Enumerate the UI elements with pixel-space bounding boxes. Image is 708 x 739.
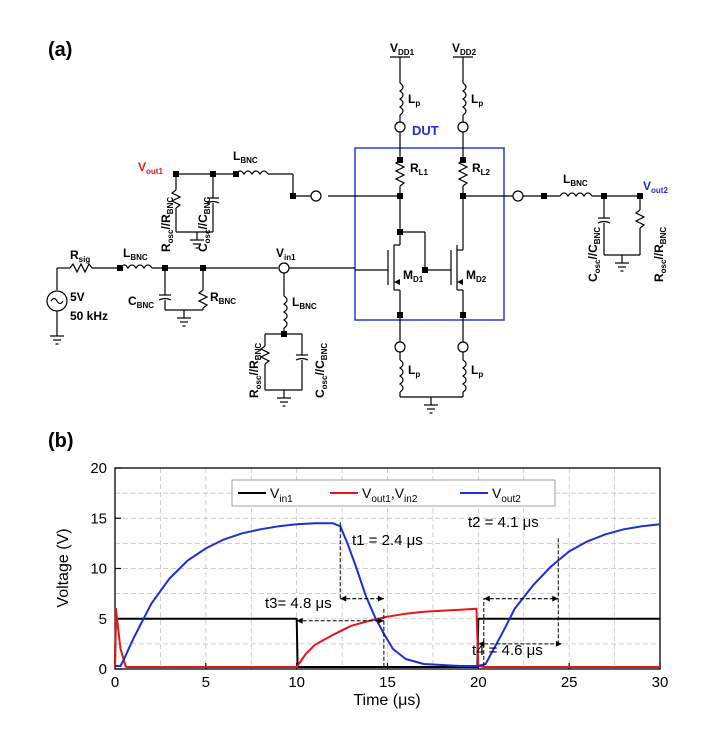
md2-label: MD2	[466, 268, 487, 284]
annotation-arrowhead	[478, 640, 485, 647]
cosc-cbnc-right-label: Cosc//CBNC	[586, 227, 602, 282]
y-tick-label: 5	[99, 611, 107, 628]
y-tick-label: 0	[99, 661, 107, 678]
annotation-arrowhead	[483, 595, 490, 602]
rsig-label: Rsig	[70, 248, 90, 264]
lp-bottom-left-label: Lp	[408, 363, 420, 379]
md1-label: MD1	[403, 268, 424, 284]
lbnc-probe-label: LBNC	[292, 295, 317, 311]
md2-arrow	[457, 279, 463, 285]
vout1-label: Vout1	[138, 160, 163, 176]
annotation-arrowhead	[296, 617, 303, 624]
voltage-time-chart: 0 5 10 15 20 25 30 0 5 10 15 20 t1 = 2.4 μs t2 = 4.1…	[55, 460, 668, 709]
cosc-cbnc-probe-label: Cosc//CBNC	[313, 343, 329, 398]
source-voltage-label: 5V	[70, 290, 85, 304]
annotation-arrowhead	[555, 640, 562, 647]
series-line-vout2	[115, 522, 661, 667]
dut-label: DUT	[412, 123, 439, 138]
rbnc-label: RBNC	[210, 290, 236, 306]
annotation-label: t1 = 2.4 μs	[352, 532, 423, 549]
dut-box	[354, 147, 505, 321]
cbnc-label: CBNC	[128, 294, 154, 310]
annotations: t1 = 2.4 μs t2 = 4.1 μs t3= 4.8 μs t4 = 4.6…	[265, 514, 562, 669]
circuit-schematic	[46, 56, 646, 414]
lp-top-left-label: Lp	[408, 92, 420, 108]
series-lines	[114, 522, 661, 669]
md1-arrow	[394, 279, 400, 285]
vdd1-label: VDD1	[390, 41, 415, 57]
vdd2-label: VDD2	[452, 41, 477, 57]
lbnc-top-label: LBNC	[233, 149, 258, 165]
annotation-arrowhead	[377, 595, 384, 602]
lp-bottom-right-label: Lp	[471, 363, 483, 379]
rosc-rbnc-left-label: Rosc//RBNC	[159, 197, 175, 252]
annotation-label: t3= 4.8 μs	[265, 595, 332, 612]
x-tick-label: 20	[470, 674, 487, 691]
source-frequency-label: 50 kHz	[70, 309, 108, 323]
annotation-arrowhead	[552, 595, 559, 602]
junction-dots	[117, 157, 643, 337]
axis-ticks: 0 5 10 15 20 25 30 0 5 10 15 20	[90, 460, 668, 691]
panel-a-label: (a)	[48, 39, 72, 61]
annotation-arrowhead	[340, 595, 347, 602]
y-tick-label: 10	[90, 561, 107, 578]
rosc-rbnc-probe-label: Rosc//RBNC	[247, 343, 263, 398]
annotation-label: t4 = 4.6 μs	[472, 642, 543, 659]
lbnc-input-label: LBNC	[123, 246, 148, 262]
lp-top-right-label: Lp	[471, 92, 483, 108]
chart-legend: Vin1 Vout1,Vin2 Vout2	[231, 479, 556, 507]
lbnc-right-label: LBNC	[563, 172, 588, 188]
series-line-vout1-vin2	[114, 607, 660, 669]
rosc-rbnc-right-label: Rosc//RBNC	[652, 227, 668, 282]
panel-b-label: (b)	[48, 430, 74, 452]
x-tick-label: 30	[652, 674, 669, 691]
cosc-cbnc-left-label: Cosc//CBNC	[196, 197, 212, 252]
x-tick-label: 5	[202, 674, 210, 691]
schematic-labels: VDD1 VDD2 Lp Lp DUT RL1 RL2 MD1 MD2 Lp L…	[70, 41, 668, 398]
annotation-arrowhead	[377, 617, 384, 624]
x-tick-label: 0	[111, 674, 119, 691]
rl1-label: RL1	[410, 161, 429, 177]
x-tick-label: 25	[561, 674, 578, 691]
x-tick-label: 10	[288, 674, 305, 691]
legend-box	[231, 479, 556, 507]
series-line-vin1	[114, 617, 660, 668]
y-axis-title: Voltage (V)	[55, 528, 72, 607]
rl2-label: RL2	[472, 161, 491, 177]
y-tick-label: 20	[90, 460, 107, 477]
vin1-label: Vin1	[276, 246, 296, 262]
y-tick-label: 15	[90, 510, 107, 527]
x-tick-label: 15	[379, 674, 396, 691]
annotation-label: t2 = 4.1 μs	[468, 514, 539, 531]
x-axis-title: Time (μs)	[353, 692, 420, 709]
vout2-label: Vout2	[643, 179, 668, 195]
